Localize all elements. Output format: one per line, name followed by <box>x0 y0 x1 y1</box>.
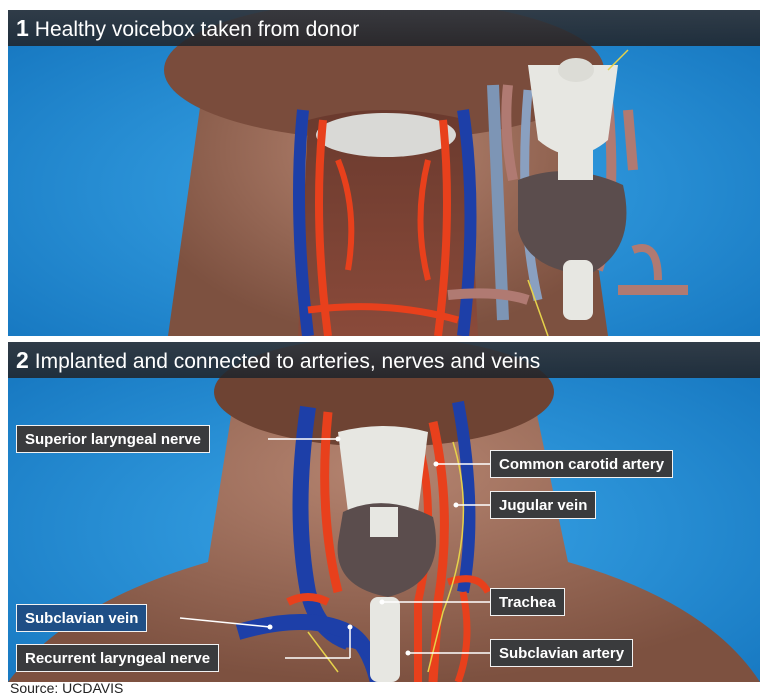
label-subclavian-artery: Subclavian artery <box>490 639 633 667</box>
label-jugular-vein: Jugular vein <box>490 491 596 519</box>
label-subclavian-vein: Subclavian vein <box>16 604 147 632</box>
panel-1-number: 1 <box>16 15 29 41</box>
label-common-carotid-artery: Common carotid artery <box>490 450 673 478</box>
panel-1-title: 1 Healthy voicebox taken from donor <box>8 10 760 46</box>
panel-2-title: 2 Implanted and connected to arteries, ne… <box>8 342 760 378</box>
donor-illustration <box>8 10 760 336</box>
panel-2-title-text: Implanted and connected to arteries, ner… <box>35 350 540 373</box>
label-superior-laryngeal-nerve: Superior laryngeal nerve <box>16 425 210 453</box>
source-credit: Source: UCDAVIS <box>10 680 123 695</box>
panel-1-title-text: Healthy voicebox taken from donor <box>35 18 360 41</box>
panel-2-number: 2 <box>16 347 29 373</box>
label-trachea: Trachea <box>490 588 565 616</box>
panel-donor: 1 Healthy voicebox taken from donor <box>8 10 760 336</box>
label-recurrent-laryngeal-nerve: Recurrent laryngeal nerve <box>16 644 219 672</box>
